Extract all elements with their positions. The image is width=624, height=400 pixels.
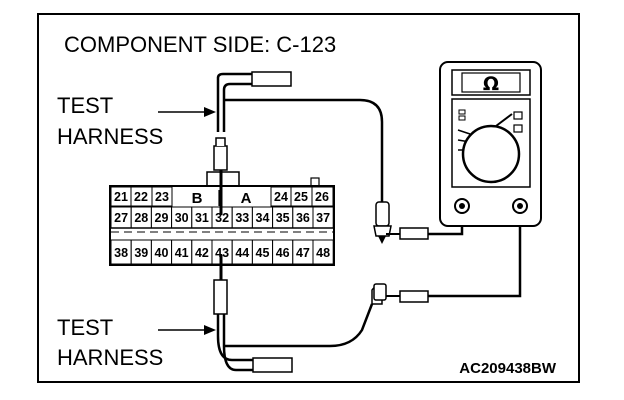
test-harness-bottom-line1: TEST: [57, 315, 113, 340]
harness-bottom-clip: [252, 357, 293, 373]
pin-33: 33: [235, 211, 249, 225]
test-harness-lower: [213, 255, 374, 373]
meter-selector-knob: [461, 124, 521, 184]
pointer-arrow-bottom-head: [204, 325, 216, 335]
test-harness-bottom-line2: HARNESS: [57, 345, 163, 370]
pin-37: 37: [316, 211, 330, 225]
test-harness-label-bottom: TEST HARNESS: [57, 315, 216, 370]
figure-code: AC209438BW: [459, 360, 557, 377]
pin-47: 47: [296, 246, 310, 260]
pin-42: 42: [195, 246, 209, 260]
meter-display: [461, 72, 521, 93]
pin-40: 40: [155, 246, 169, 260]
pin-43: 43: [215, 246, 229, 260]
connector-row-2: 27 28 29 30 31 32 33 34 35 36 37: [110, 206, 334, 229]
pin-36: 36: [296, 211, 310, 225]
figure-title: COMPONENT SIDE: C-123: [64, 32, 336, 57]
harness-bottom-probe: [213, 279, 228, 315]
pointer-arrow-top-head: [204, 107, 216, 117]
test-harness-upper: [213, 71, 384, 215]
pin-25: 25: [294, 190, 308, 204]
connector-lock-tab: [206, 171, 240, 187]
pin-23: 23: [155, 190, 169, 204]
pin-34: 34: [256, 211, 270, 225]
pin-26: 26: [315, 190, 329, 204]
row1-right-frame: [270, 186, 334, 207]
group-label-b: B: [192, 190, 203, 207]
pin-28: 28: [134, 211, 148, 225]
harness-top-clip: [251, 71, 292, 87]
pin-41: 41: [175, 246, 189, 260]
pin-cell: [312, 239, 334, 265]
pin-48: 48: [316, 246, 330, 260]
harness-top-probe: [213, 145, 228, 171]
connector-row-1: 21 22 23 B A 24 25 26: [110, 186, 334, 207]
test-harness-top-line1: TEST: [57, 93, 113, 118]
pin-46: 46: [276, 246, 290, 260]
meter-probe-lower: [371, 206, 522, 305]
figure-frame: [37, 13, 580, 383]
pin-29: 29: [155, 211, 169, 225]
pin-38: 38: [114, 246, 128, 260]
pin-35: 35: [276, 211, 290, 225]
pin-32: 32: [215, 211, 229, 225]
pin-22: 22: [134, 190, 148, 204]
test-harness-label-top: TEST HARNESS: [57, 93, 216, 149]
test-harness-top-line2: HARNESS: [57, 124, 163, 149]
pin-31: 31: [195, 211, 209, 225]
group-label-a: A: [241, 190, 252, 207]
pin-44: 44: [235, 246, 249, 260]
connector-c123: 21 22 23 B A 24 25 26 27 28 29 30 31 32 33 34 35…: [109, 171, 335, 266]
ohm-symbol: Ω: [483, 73, 499, 95]
pin-21: 21: [114, 190, 128, 204]
pin-39: 39: [134, 246, 148, 260]
ohmmeter: Ω: [439, 61, 542, 227]
meter-probe-upper: [373, 201, 464, 244]
connector-row-3: 38 39 40 41 42 43 44 45 46 47 48: [110, 239, 334, 265]
pin-24: 24: [274, 190, 288, 204]
row1-left-frame: [110, 186, 173, 207]
pin-45: 45: [256, 246, 270, 260]
pin-27: 27: [114, 211, 128, 225]
pin-30: 30: [175, 211, 189, 225]
connector-corner-mark: [310, 177, 320, 187]
